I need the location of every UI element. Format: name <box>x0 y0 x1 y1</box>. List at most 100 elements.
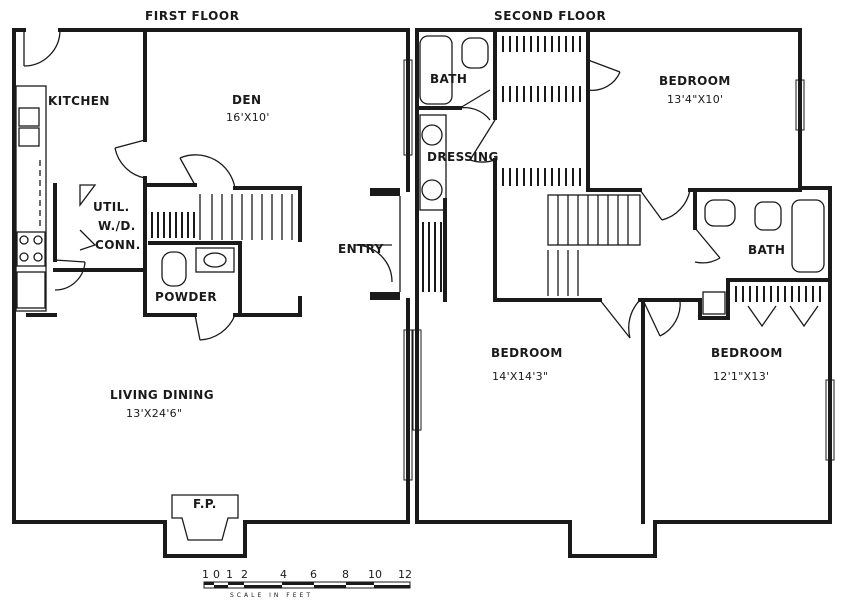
linen-closet-box <box>702 291 726 315</box>
living-dining-size: 13'X24'6" <box>126 407 182 420</box>
range <box>16 231 46 267</box>
dressing-vanity <box>419 114 447 211</box>
sf-exterior-west-wall <box>415 28 572 524</box>
scale-bar: 1 0 1 2 4 6 8 10 12 SCALE IN FEET <box>202 568 412 599</box>
sf-closet-hatch-4 <box>422 222 442 292</box>
sf-bay-box <box>568 520 657 558</box>
sf-closet-hatch-2 <box>502 86 581 102</box>
bedroom2-label: BEDROOM <box>491 346 563 360</box>
first-floor-title: FIRST FLOOR <box>145 9 240 23</box>
ff-exterior-west-wall <box>12 28 167 524</box>
scale-segment <box>346 582 374 585</box>
bedroom3-size: 12'1"X13' <box>713 370 769 383</box>
scale-tick-label: 2 <box>241 568 248 581</box>
scale-segment <box>374 585 410 588</box>
bath2-toilet <box>704 199 736 227</box>
kitchen-counter <box>15 85 47 312</box>
scale-caption: SCALE IN FEET <box>230 592 313 599</box>
powder-south-wall <box>233 296 302 317</box>
util-door-bottom[interactable] <box>79 229 97 251</box>
bedroom2-north-wall <box>493 158 602 302</box>
entry-jamb-bottom <box>370 292 400 300</box>
powder-partition <box>148 241 242 314</box>
burner-2 <box>33 235 43 245</box>
bath1-door-swing[interactable] <box>459 89 491 121</box>
bedroom1-closet-door[interactable] <box>587 59 621 91</box>
ff-closet-hatch <box>151 212 195 238</box>
util-label-3: CONN. <box>95 238 141 252</box>
util-door-top[interactable] <box>79 184 97 207</box>
dressing-door-swing[interactable] <box>469 119 496 163</box>
bedroom3-door-swing[interactable] <box>642 299 681 337</box>
scale-segment <box>228 582 244 585</box>
scale-segment <box>282 582 314 585</box>
scale-tick-label: 8 <box>342 568 349 581</box>
scale-tick-label: 10 <box>368 568 382 581</box>
sink-bowl-1 <box>18 107 40 127</box>
dressing-sink-2 <box>421 179 443 201</box>
scale-tick-label: 12 <box>398 568 412 581</box>
linen-closet <box>698 278 730 320</box>
util-label-1: UTIL. <box>93 200 130 214</box>
fireplace-hearth <box>171 494 239 541</box>
bath2-door-swing[interactable] <box>694 227 721 264</box>
scale-segment <box>244 585 282 588</box>
burner-4 <box>33 252 43 262</box>
bedroom1-size: 13'4"X10' <box>667 93 723 106</box>
powder-label: POWDER <box>155 290 217 304</box>
bedroom2-size: 14'X14'3" <box>492 370 548 383</box>
fireplace-box <box>163 520 247 558</box>
bedroom3-north-west <box>638 298 702 320</box>
sf-exterior-east-wall <box>415 28 832 524</box>
util-label-2: W./D. <box>98 219 136 233</box>
bath2-sink <box>754 201 782 231</box>
bath1-toilet <box>461 37 489 69</box>
stair-north-wall <box>143 176 197 187</box>
dressing-sink-1 <box>421 124 443 146</box>
living-window <box>403 329 413 481</box>
bedroom3-closet-doors[interactable] <box>747 305 819 328</box>
scale-tick-label: 1 <box>226 568 233 581</box>
powder-door-swing[interactable] <box>194 314 236 341</box>
sf-closet-hatch-1 <box>502 36 581 52</box>
second-floor-plan: BATH BEDROOM 13'4"X10' DRESSING BATH BED… <box>412 28 835 558</box>
fireplace-label: F.P. <box>193 497 217 511</box>
burner-1 <box>19 235 29 245</box>
ff-exterior-east-wall <box>243 298 410 524</box>
bedroom2-door-swing[interactable] <box>599 299 641 339</box>
powder-vanity <box>195 247 235 273</box>
scale-segment <box>204 582 214 585</box>
kitchen-label: KITCHEN <box>48 94 110 108</box>
powder-sink <box>203 252 227 268</box>
bedroom2-window <box>412 329 422 431</box>
scale-tick-label: 0 <box>213 568 220 581</box>
scale-tick-label: 1 <box>202 568 209 581</box>
first-floor-plan: KITCHEN DEN 16'X10' UTIL. W./D. CONN. PO… <box>12 28 413 558</box>
ff-stair-treads <box>199 194 293 240</box>
sf-closet-hatch-3 <box>502 168 581 186</box>
scale-tick-label: 6 <box>310 568 317 581</box>
den-door-swing[interactable] <box>114 139 146 179</box>
ff-exterior-north-wall <box>12 28 410 192</box>
util-door-swing[interactable] <box>54 259 86 291</box>
bedroom3-label: BEDROOM <box>711 346 783 360</box>
sf-stair-treads <box>547 194 641 296</box>
scale-segment <box>314 585 346 588</box>
bedroom1-label: BEDROOM <box>659 74 731 88</box>
bedroom1-window <box>795 79 805 131</box>
entry-door-swing[interactable] <box>354 244 393 283</box>
sf-closet-hatch-5 <box>735 286 821 302</box>
bath2-label: BATH <box>748 243 785 257</box>
burner-3 <box>19 252 29 262</box>
scale-tick-label: 4 <box>280 568 287 581</box>
sink-bowl-2 <box>18 127 40 147</box>
stair-door-swing[interactable] <box>179 154 236 189</box>
powder-toilet <box>161 251 187 287</box>
den-size: 16'X10' <box>226 111 270 124</box>
kitchen-door-swing[interactable] <box>23 29 61 67</box>
bedroom1-west-wall <box>586 28 642 192</box>
scale-segment <box>214 585 228 588</box>
bedroom1-door-swing[interactable] <box>639 189 691 221</box>
entry-jamb-top <box>370 188 400 196</box>
bedroom3-window <box>825 379 835 461</box>
